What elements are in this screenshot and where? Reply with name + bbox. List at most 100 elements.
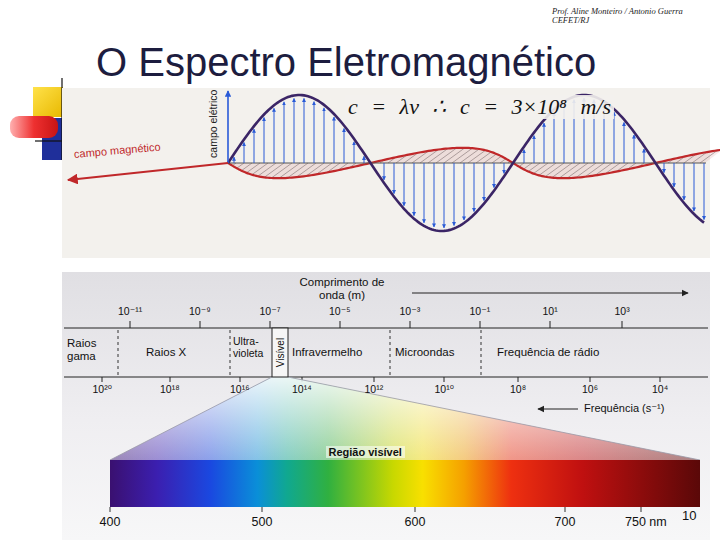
magnetic-vector bbox=[545, 163, 564, 177]
visible-fan bbox=[110, 377, 700, 460]
electric-vector bbox=[354, 142, 355, 163]
tick-label: 10⁻¹¹ bbox=[118, 306, 142, 318]
tick-label: 10⁻⁷ bbox=[260, 306, 281, 318]
band-line bbox=[64, 328, 708, 329]
electric-vector bbox=[674, 163, 675, 187]
electric-vector bbox=[324, 108, 325, 163]
magnetic-vector bbox=[258, 163, 276, 176]
visible-fan-fade bbox=[110, 377, 700, 460]
fan-edge bbox=[288, 377, 700, 460]
electric-vector bbox=[634, 135, 635, 163]
fan-edge bbox=[110, 377, 272, 460]
electric-vector bbox=[534, 136, 535, 163]
electric-vector bbox=[554, 113, 555, 163]
region-label: Ultra- violeta bbox=[233, 336, 271, 359]
electric-vector bbox=[434, 163, 435, 227]
electric-vector bbox=[334, 117, 335, 163]
electric-wave bbox=[228, 95, 704, 231]
electric-vector bbox=[264, 118, 265, 163]
electric-vector bbox=[384, 163, 385, 180]
region-title: Região visível bbox=[326, 446, 405, 458]
electric-vector bbox=[244, 143, 245, 163]
magnetic-axis bbox=[68, 163, 228, 180]
tick-label: 10¹⁶ bbox=[230, 384, 250, 396]
electric-vector bbox=[544, 123, 545, 163]
electric-vector bbox=[404, 163, 405, 206]
tick-label: 10¹ bbox=[543, 306, 558, 318]
region-label: Microondas bbox=[395, 346, 454, 359]
axis-label: campo elétrico bbox=[208, 90, 220, 158]
axis-title: Comprimento de onda (m) bbox=[292, 276, 392, 301]
formula: c = λν ∴ c = 3×10⁸ m/s bbox=[345, 95, 614, 119]
magnetic-vector bbox=[452, 148, 472, 163]
tick-marks bbox=[110, 507, 641, 512]
electric-vector bbox=[644, 149, 645, 163]
magnetic-vector bbox=[559, 163, 580, 178]
region-label: Infravermelho bbox=[292, 346, 362, 359]
magnetic-vector bbox=[444, 148, 465, 163]
electric-vector bbox=[454, 163, 455, 226]
frequency-arrow bbox=[538, 408, 578, 409]
chart-ground bbox=[62, 272, 710, 540]
magnetic-vector bbox=[523, 163, 532, 169]
wavelength-arrow bbox=[412, 292, 688, 293]
magnetic-vector bbox=[539, 163, 556, 175]
magnetic-vector bbox=[468, 150, 485, 163]
yellow-square bbox=[33, 87, 63, 117]
tick-marks bbox=[102, 377, 660, 382]
region-label: Frequência de rádio bbox=[497, 346, 599, 359]
tick-label: 10⁻⁹ bbox=[189, 306, 211, 318]
magnetic-vector bbox=[252, 163, 268, 175]
electric-vector bbox=[624, 122, 625, 163]
electric-vector bbox=[344, 128, 345, 163]
tick-label: 10¹² bbox=[365, 384, 384, 396]
region-label: Raios gama bbox=[67, 337, 113, 362]
tick-label: 10²⁰ bbox=[93, 384, 112, 396]
electric-vector bbox=[364, 156, 365, 163]
visible-box bbox=[272, 328, 288, 377]
tick-label: 10¹⁰ bbox=[435, 384, 454, 396]
tick-label: 10⁶ bbox=[582, 384, 598, 396]
magnetic-vector bbox=[552, 163, 572, 178]
tick-label: 10³ bbox=[615, 306, 630, 318]
slide-title: O Espectro Eletromagnético bbox=[96, 40, 596, 84]
electric-vector bbox=[484, 163, 485, 201]
scale-label: 750 nm bbox=[625, 516, 667, 530]
magnetic-vector bbox=[241, 163, 252, 171]
electric-vector bbox=[444, 163, 445, 228]
spectrum-bar bbox=[110, 460, 700, 507]
author-note: Prof. Aline Monteiro / Antonio Guerra CE… bbox=[552, 7, 710, 26]
magnetic-vector bbox=[246, 163, 260, 173]
electric-vector bbox=[664, 163, 665, 173]
electric-vector bbox=[494, 163, 495, 188]
electric-vector bbox=[314, 102, 315, 163]
template-line bbox=[35, 140, 62, 141]
tick-label: 10⁴ bbox=[652, 384, 668, 396]
electric-vector bbox=[694, 163, 695, 211]
magnetic-vector bbox=[533, 163, 548, 174]
magnetic-vector bbox=[237, 163, 244, 168]
magnetic-vector bbox=[476, 152, 491, 163]
magnetic-vector bbox=[271, 163, 292, 178]
electric-vector bbox=[464, 163, 465, 220]
electric-vector bbox=[704, 163, 705, 220]
page-number: 10 bbox=[682, 509, 696, 523]
electric-vector bbox=[294, 98, 295, 163]
region-label: Raios X bbox=[146, 346, 186, 359]
electric-vector bbox=[524, 150, 525, 163]
region-separators bbox=[118, 330, 481, 376]
tick-label: 10⁻³ bbox=[400, 306, 421, 318]
red-tab bbox=[10, 116, 58, 138]
tick-label: 10⁻⁵ bbox=[329, 306, 351, 318]
scale-label: 400 bbox=[100, 516, 121, 530]
electric-vector bbox=[474, 163, 475, 212]
magnetic-vector bbox=[264, 163, 284, 177]
tick-label: 10⁸ bbox=[510, 384, 526, 396]
electric-vector bbox=[504, 163, 505, 173]
electric-vector bbox=[684, 163, 685, 200]
magnetic-vector bbox=[484, 154, 496, 163]
wave-illustration bbox=[68, 91, 720, 231]
magnetic-vector bbox=[460, 149, 479, 163]
electric-vector bbox=[614, 112, 615, 163]
tick-label: 10¹⁴ bbox=[292, 384, 312, 396]
